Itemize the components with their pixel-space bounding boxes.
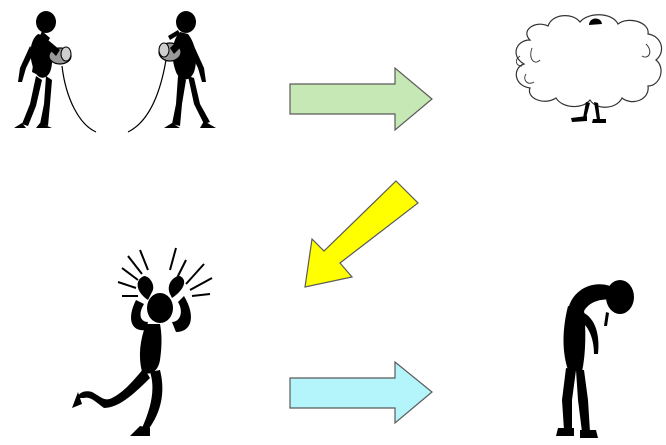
telephone-string — [128, 60, 166, 132]
frustrated-person-icon — [72, 248, 212, 436]
cloud-outline — [516, 15, 662, 108]
arrow-right-icon — [290, 362, 432, 423]
right-person — [159, 11, 216, 128]
telephone-string — [62, 66, 96, 132]
dejected-person-icon — [556, 280, 634, 438]
tin-can-telephone-icon — [14, 11, 216, 132]
thought-cloud-icon — [516, 15, 662, 123]
arrow-right-icon — [290, 68, 432, 130]
arrow-down-left-icon — [305, 181, 418, 287]
stress-lines — [118, 248, 212, 296]
